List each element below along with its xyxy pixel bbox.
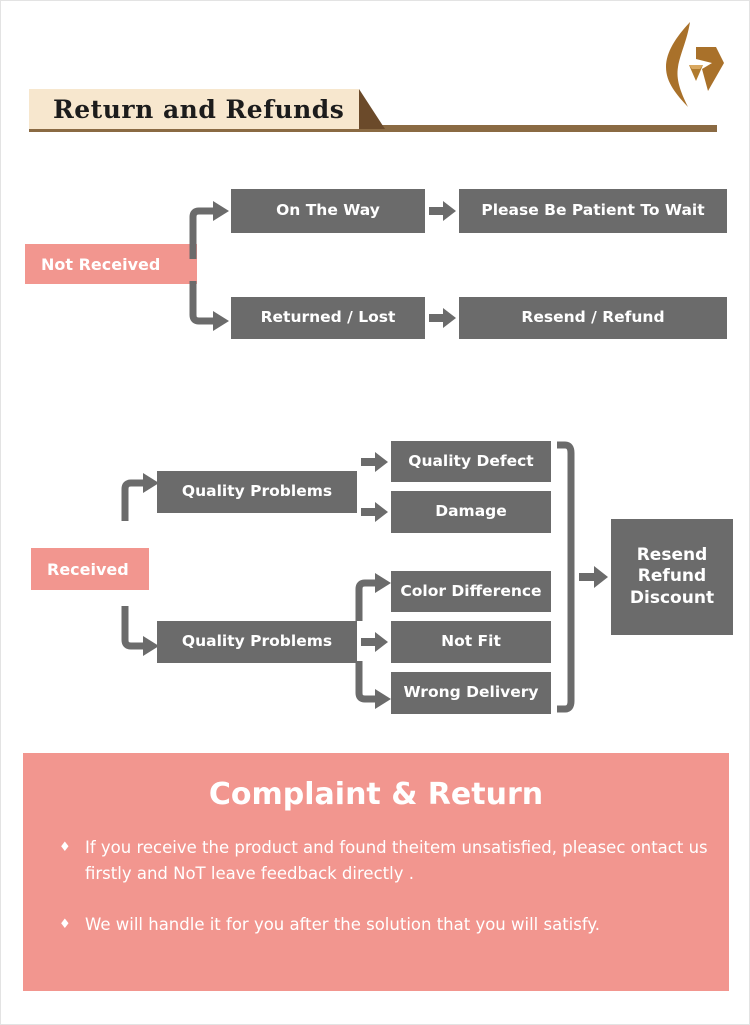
arrow-to-damage [361,502,388,522]
node-returned-lost: Returned / Lost [231,297,425,339]
elbow-arrow-to-wrong-delivery [355,661,391,709]
node-quality-problems-lower: Quality Problems [157,621,357,663]
tag-received: Received [31,548,149,590]
node-quality-problems-upper: Quality Problems [157,471,357,513]
elbow-arrow-to-quality-problems-lower [121,606,159,656]
complaint-title: Complaint & Return [208,777,544,812]
page-title: Return and Refunds [53,95,345,124]
complaint-and-return-section: Complaint & Return ♦ If you receive the … [23,753,729,991]
arrow-on-the-way-to-wait [429,201,456,221]
arrow-to-not-fit [361,632,388,652]
node-resend-refund: Resend / Refund [459,297,727,339]
node-please-be-patient: Please Be Patient To Wait [459,189,727,233]
list-item: ♦ We will handle it for you after the so… [51,912,711,938]
complaint-bullet-list: ♦ If you receive the product and found t… [51,835,711,964]
outcome-line-resend: Resend [636,545,708,566]
title-banner [29,89,359,129]
tag-not-received: Not Received [25,244,197,284]
node-color-difference: Color Difference [391,571,551,612]
elbow-arrow-to-returned-lost [189,281,229,331]
outcome-line-refund: Refund [637,566,707,587]
node-wrong-delivery: Wrong Delivery [391,672,551,714]
node-quality-defect: Quality Defect [391,441,551,482]
page-header: Return and Refunds [1,1,749,151]
arrow-to-outcome [579,566,608,588]
elbow-arrow-to-on-the-way [189,201,229,259]
arrow-returned-to-resend [429,308,456,328]
grouping-bracket [557,441,575,713]
elbow-arrow-to-quality-problems-upper [121,473,159,521]
flame-diamond-logo-icon [646,19,732,111]
bullet-text: We will handle it for you after the solu… [85,915,601,935]
node-not-fit: Not Fit [391,621,551,663]
node-damage: Damage [391,491,551,533]
diamond-bullet-icon: ♦ [59,840,71,855]
outcome-line-discount: Discount [629,587,715,608]
diamond-bullet-icon: ♦ [59,917,71,933]
node-outcome-resend-refund-discount: Resend Refund Discount [611,519,733,635]
node-on-the-way: On The Way [231,189,425,233]
bullet-text: If you receive the product and found the… [85,838,708,883]
elbow-arrow-to-color-difference [355,573,391,621]
title-banner-tip [359,89,385,129]
list-item: ♦ If you receive the product and found t… [51,835,711,886]
arrow-to-quality-defect [361,452,388,472]
